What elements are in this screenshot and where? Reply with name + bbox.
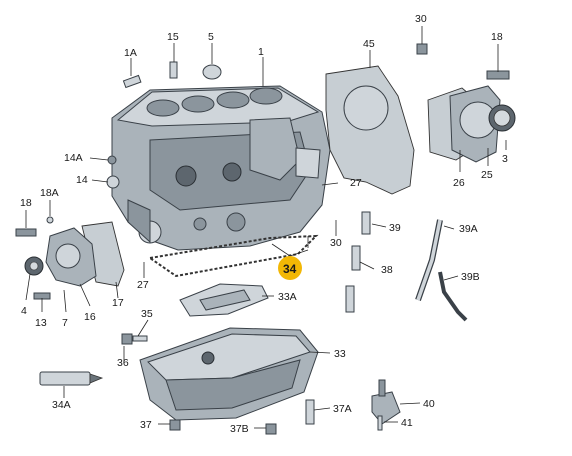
- plug-14: [106, 175, 120, 189]
- label-17[interactable]: 17: [112, 297, 124, 309]
- label-5[interactable]: 5: [208, 31, 214, 43]
- label-14[interactable]: 14: [76, 174, 88, 186]
- label-36[interactable]: 36: [117, 357, 129, 369]
- label-39[interactable]: 39: [389, 222, 401, 234]
- label-26[interactable]: 26: [453, 177, 465, 189]
- label-34[interactable]: 34: [283, 262, 297, 276]
- highlight-marker-34[interactable]: [278, 256, 302, 280]
- label-25[interactable]: 25: [481, 169, 493, 181]
- label-37a[interactable]: 37A: [333, 403, 352, 415]
- label-18a[interactable]: 18A: [40, 187, 59, 199]
- oil-pan: [139, 327, 319, 421]
- label-41[interactable]: 41: [401, 417, 413, 429]
- label-18-right[interactable]: 18: [491, 31, 503, 43]
- engine-block: [111, 85, 331, 251]
- label-13[interactable]: 13: [35, 317, 47, 329]
- label-15[interactable]: 15: [167, 31, 179, 43]
- plug-14a: [107, 155, 117, 165]
- label-35[interactable]: 35: [141, 308, 153, 320]
- label-1a[interactable]: 1A: [124, 47, 137, 59]
- sealant-tube: [39, 371, 104, 386]
- label-38[interactable]: 38: [381, 264, 393, 276]
- label-37b[interactable]: 37B: [230, 423, 249, 435]
- rear-seal-flange: [427, 70, 516, 163]
- bolts: [121, 333, 401, 435]
- label-34a[interactable]: 34A: [52, 399, 71, 411]
- label-4[interactable]: 4: [21, 305, 27, 317]
- label-39a[interactable]: 39A: [459, 223, 478, 235]
- dipstick-assembly: [345, 211, 468, 322]
- label-39b[interactable]: 39B: [461, 271, 480, 283]
- front-seal-flange: [15, 216, 125, 300]
- label-33[interactable]: 33: [334, 348, 346, 360]
- label-3[interactable]: 3: [502, 153, 508, 165]
- label-30-mid[interactable]: 30: [330, 237, 342, 249]
- label-27-lower[interactable]: 27: [137, 279, 149, 291]
- label-30-top[interactable]: 30: [415, 13, 427, 25]
- label-33a[interactable]: 33A: [278, 291, 297, 303]
- label-45[interactable]: 45: [363, 38, 375, 50]
- label-16[interactable]: 16: [84, 311, 96, 323]
- label-14a[interactable]: 14A: [64, 152, 83, 164]
- part-labels: 1 1A 15 5 30 45 18 3 25 26 14A 14 18 18A…: [20, 13, 508, 435]
- pan-gasket: [147, 234, 319, 278]
- label-1[interactable]: 1: [258, 46, 264, 58]
- label-7[interactable]: 7: [62, 317, 68, 329]
- leader-lines: [25, 26, 507, 429]
- label-27-upper[interactable]: 27: [350, 177, 362, 189]
- label-40[interactable]: 40: [423, 398, 435, 410]
- label-18-left[interactable]: 18: [20, 197, 32, 209]
- label-37[interactable]: 37: [140, 419, 152, 431]
